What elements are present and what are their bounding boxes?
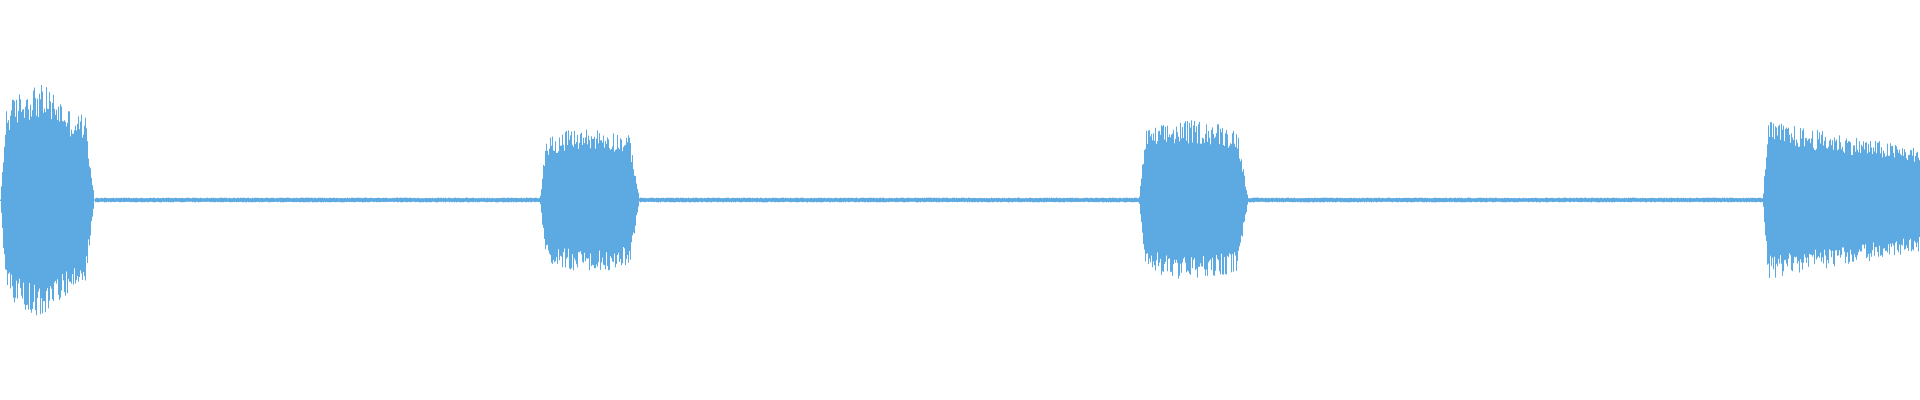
waveform-samples: [0, 85, 1920, 316]
